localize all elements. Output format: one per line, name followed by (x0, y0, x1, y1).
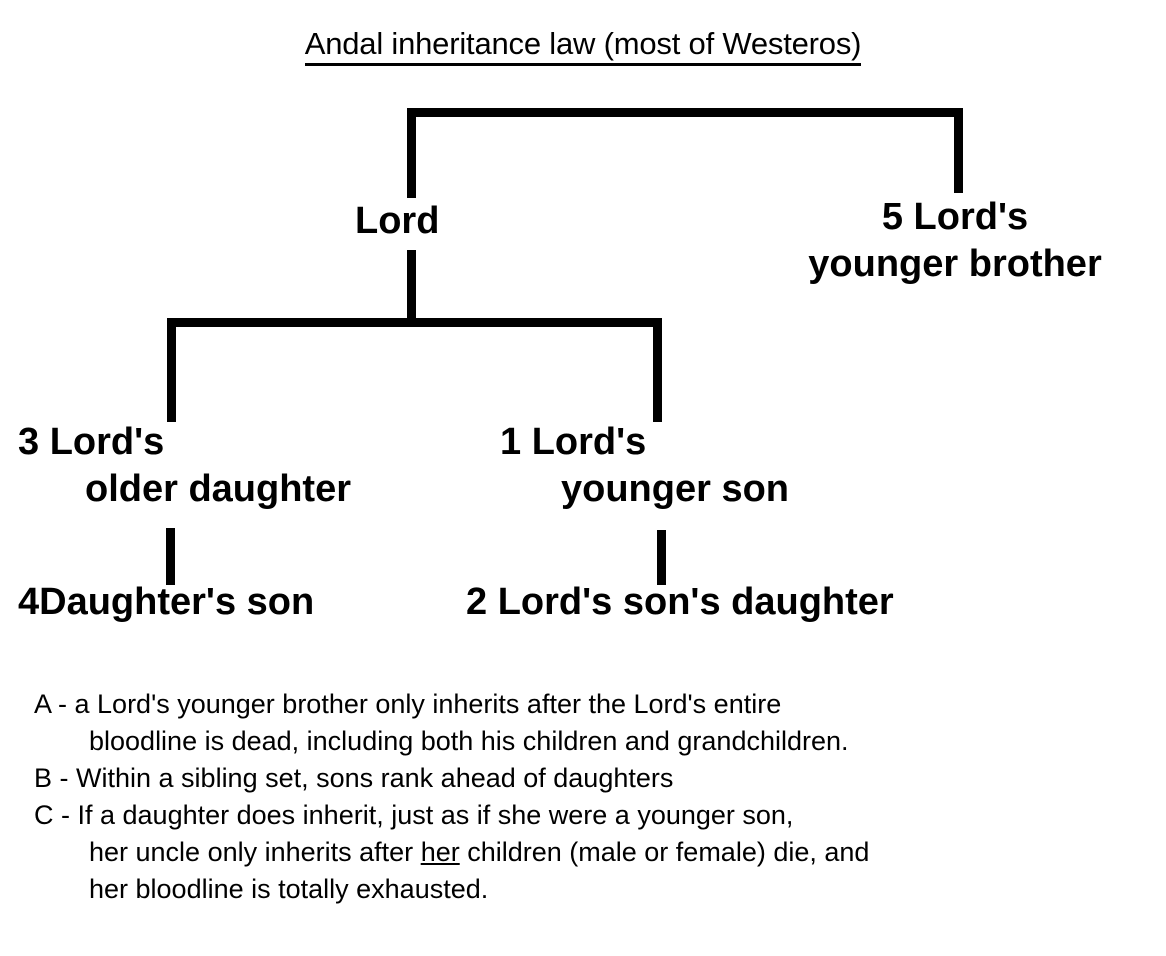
note-b-key: B - (34, 763, 77, 793)
node-lords-sons-daughter[interactable]: 2 Lord's son's daughter (466, 579, 894, 626)
note-c-line3: her bloodline is totally exhausted. (89, 874, 489, 904)
notes-section: A - a Lord's younger brother only inheri… (34, 686, 1154, 908)
note-c-text2a: her uncle only inherits after (89, 837, 421, 867)
note-c-line2: her uncle only inherits after her childr… (34, 834, 1154, 871)
node-lord[interactable]: Lord (355, 198, 439, 245)
node-older-daughter-line1: 3 Lord's (18, 419, 418, 466)
node-daughters-son-rank: 4 (18, 581, 40, 623)
note-a-text1: a Lord's younger brother only inherits a… (74, 689, 782, 719)
node-older-daughter-label1: Lord's (49, 421, 165, 463)
node-brother-label1: Lord's (913, 196, 1029, 238)
connector-top-horizontal (407, 108, 963, 117)
note-a: A - a Lord's younger brother only inheri… (34, 686, 1154, 760)
node-lords-older-daughter[interactable]: 3 Lord's older daughter (18, 419, 418, 513)
note-a-line2: bloodline is dead, including both his ch… (89, 726, 849, 756)
node-younger-son-line1: 1 Lord's (500, 419, 850, 466)
node-brother-label2: younger brother (808, 243, 1102, 285)
node-lords-younger-brother[interactable]: 5 Lord's younger brother (800, 194, 1110, 288)
note-a-line1: A - a Lord's younger brother only inheri… (34, 686, 1154, 723)
node-lords-younger-son[interactable]: 1 Lord's younger son (500, 419, 850, 513)
note-a-key: A - (34, 689, 75, 719)
node-sons-daughter-label: Lord's son's daughter (497, 581, 894, 623)
note-b: B - Within a sibling set, sons rank ahea… (34, 760, 1154, 797)
node-younger-son-label2: younger son (560, 468, 790, 510)
connector-children-left-vertical (167, 318, 176, 422)
note-b-line1: B - Within a sibling set, sons rank ahea… (34, 760, 1154, 797)
note-c-key: C - (34, 800, 78, 830)
connector-children-right-vertical (653, 318, 662, 422)
node-younger-son-label1: Lord's (531, 421, 647, 463)
connector-top-right-vertical (954, 108, 963, 193)
node-sons-daughter-rank: 2 (466, 581, 488, 623)
page-title-text: Andal inheritance law (most of Westeros) (304, 26, 861, 66)
connector-son-to-granddaughter (657, 530, 666, 585)
note-c-line1: C - If a daughter does inherit, just as … (34, 797, 1154, 834)
node-brother-rank: 5 (881, 196, 903, 238)
node-younger-son-rank: 1 (500, 421, 522, 463)
node-older-daughter-rank: 3 (18, 421, 40, 463)
connector-daughter-to-grandson (166, 528, 175, 585)
note-c-text1: If a daughter does inherit, just as if s… (77, 800, 794, 830)
note-c-text2b: children (male or female) die, and (459, 837, 870, 867)
page-title: Andal inheritance law (most of Westeros) (0, 26, 1166, 66)
node-daughters-son[interactable]: 4Daughter's son (18, 579, 314, 626)
node-brother-line1: 5 Lord's (800, 194, 1110, 241)
connector-lord-stem (407, 250, 416, 326)
note-c-emphasis-her: her (420, 837, 460, 867)
node-daughters-son-label: Daughter's son (39, 581, 315, 623)
connector-children-horizontal (167, 318, 662, 327)
node-lord-label: Lord (355, 200, 440, 242)
note-b-text1: Within a sibling set, sons rank ahead of… (76, 763, 674, 793)
note-c: C - If a daughter does inherit, just as … (34, 797, 1154, 908)
connector-top-left-vertical (407, 108, 416, 198)
node-older-daughter-label2: older daughter (84, 468, 352, 510)
